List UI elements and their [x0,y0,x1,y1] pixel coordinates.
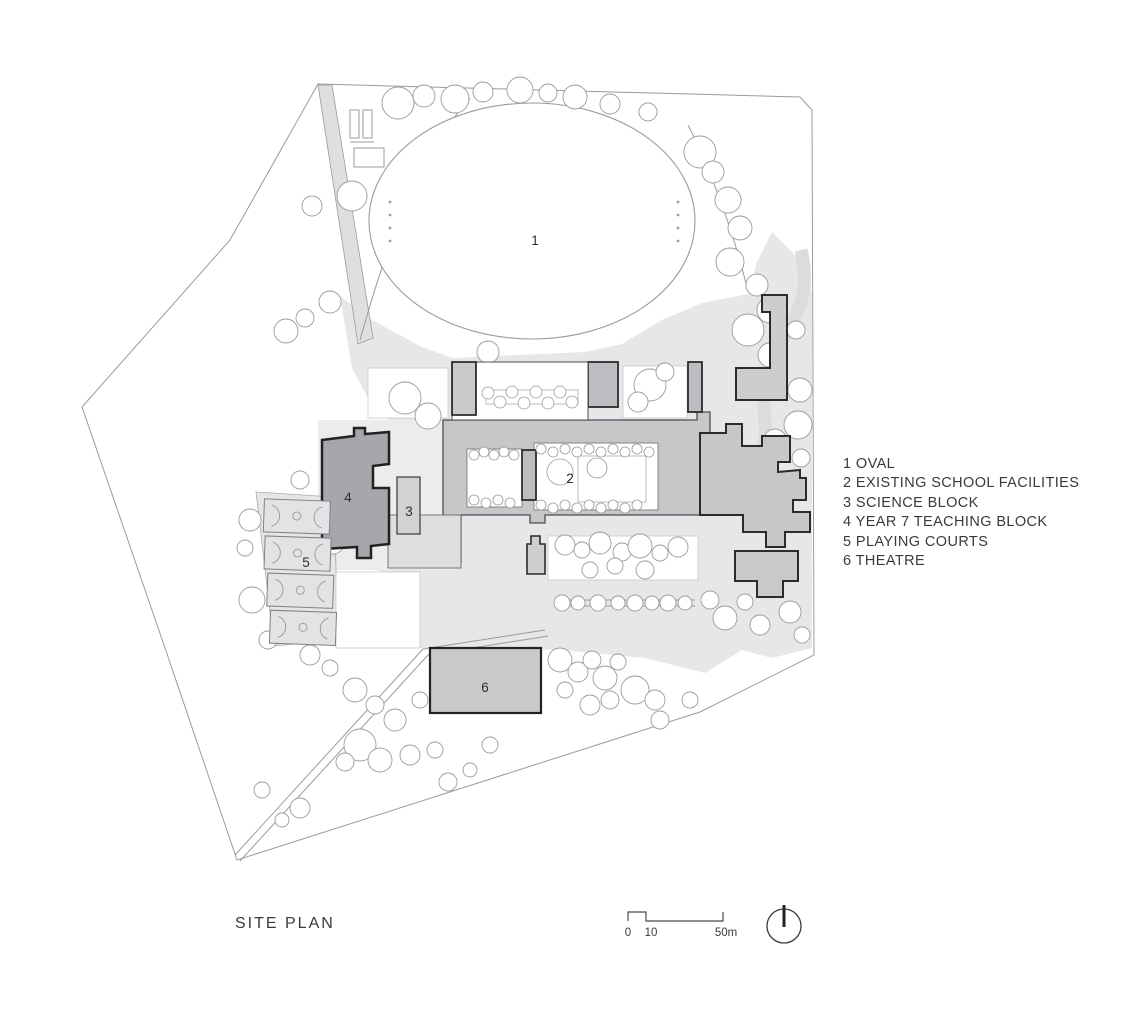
legend-item-playing-courts: 5 PLAYING COURTS [843,533,989,550]
hedge-row [481,385,579,410]
building-east-wing [699,423,811,548]
entry-path-strip [317,84,374,345]
building-theatre [428,646,543,715]
scale-bar: 0 10 50m [625,911,737,939]
legend-item-theatre: 6 THEATRE [843,553,926,570]
legend-item-existing-facilities: 2 EXISTING SCHOOL FACILITIES [843,475,1080,492]
plan-number-labels: 1 2 3 4 5 6 [302,233,574,695]
oval-goal-marks [388,200,680,243]
building-year7-teaching-block [320,426,391,560]
legend-item-year7-block: 4 YEAR 7 TEACHING BLOCK [843,514,1048,531]
label-oval: 1 [531,233,539,248]
scale-ten: 10 [645,927,658,939]
legend-item-science-block: 3 SCIENCE BLOCK [843,494,979,511]
oval [368,102,696,340]
building-southeast [734,550,799,598]
label-science-block: 3 [405,504,413,519]
scale-fifty: 50m [715,927,737,939]
drawing-title: SITE PLAN [235,915,335,932]
playing-courts [262,498,338,646]
north-arrow-icon [766,905,802,944]
scale-zero: 0 [625,927,631,939]
legend: 1 OVAL 2 EXISTING SCHOOL FACILITIES 3 SC… [843,455,1079,571]
east-buildings [699,294,811,598]
building-northeast [735,294,788,401]
southwest-yard [335,571,421,649]
courtyard-planting [468,443,655,514]
south-bar [526,535,546,575]
building-existing-school-facilities [387,361,711,575]
label-year7-block: 4 [344,490,352,505]
southwest-path-line-1 [234,629,546,856]
building-science-block [396,476,421,535]
label-existing-facilities: 2 [566,471,574,486]
legend-item-oval: 1 OVAL [843,456,896,472]
southwest-path-line-2 [239,635,549,862]
label-playing-courts: 5 [302,555,310,570]
bleacher-structures [349,109,385,168]
label-theatre: 6 [481,680,489,695]
